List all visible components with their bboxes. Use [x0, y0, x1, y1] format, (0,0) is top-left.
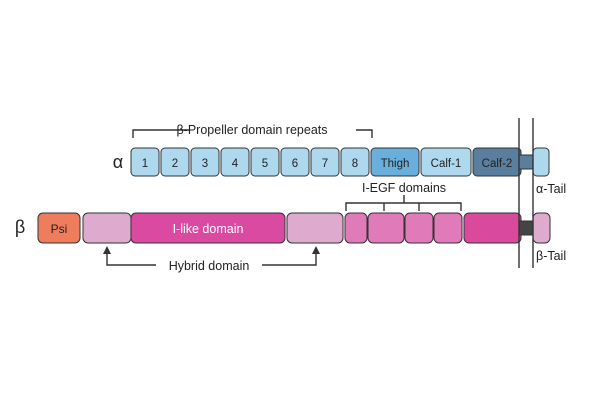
repeat-4 [220, 147, 250, 177]
beta-tm-segment [518, 220, 534, 236]
repeat-6-label: 6 [292, 158, 298, 170]
repeat-7-label: 7 [322, 158, 328, 170]
alpha-tm-segment [518, 154, 534, 170]
bracket-label-bg [190, 122, 356, 136]
alpha-repeats: 1 2 3 4 5 6 7 8 [130, 147, 370, 177]
calf2-label: Calf-2 [482, 158, 513, 170]
ilike-domain [130, 212, 286, 244]
alpha-tail-label: α-Tail [536, 182, 566, 196]
repeat-5-label: 5 [262, 158, 268, 170]
thigh-label: Thigh [381, 158, 410, 170]
repeat-8 [340, 147, 370, 177]
iegf-domains [344, 212, 463, 244]
hybrid-arrow-right [312, 246, 320, 254]
beta-symbol: β [15, 217, 25, 237]
repeat-8-label: 8 [352, 158, 358, 170]
repeat-2-label: 2 [172, 158, 178, 170]
propeller-bracket-label: β-Propeller domain repeats [176, 123, 327, 137]
thigh-domain [370, 147, 420, 177]
hybrid-domain-right [286, 212, 344, 244]
iegf-domain [367, 212, 405, 244]
iegf-domain [433, 212, 463, 244]
calf1-label: Calf-1 [431, 158, 462, 170]
iegf-domain [344, 212, 368, 244]
hybrid-label-bg [156, 258, 262, 272]
psi-label: Psi [51, 222, 68, 236]
beta-cytoplasmic-tail [532, 212, 551, 244]
psi-domain [37, 212, 81, 244]
iegf-label: I-EGF domains [362, 181, 446, 195]
hybrid-domain-left [82, 212, 132, 244]
calf1-domain [420, 147, 472, 177]
iegf-domain [404, 212, 434, 244]
repeat-5 [250, 147, 280, 177]
alpha-symbol: α [113, 152, 123, 172]
repeat-2 [160, 147, 190, 177]
repeat-3 [190, 147, 220, 177]
repeat-1-label: 1 [142, 158, 148, 170]
repeat-4-label: 4 [232, 158, 239, 170]
hybrid-arrow-left [103, 246, 111, 254]
repeat-7 [310, 147, 340, 177]
alpha-tail-domain [532, 147, 550, 177]
hybrid-label: Hybrid domain [169, 259, 250, 273]
iegf-bracket [345, 202, 462, 211]
repeat-3-label: 3 [202, 158, 208, 170]
repeat-1 [130, 147, 160, 177]
repeat-6 [280, 147, 310, 177]
beta-tail-domain [463, 212, 522, 244]
beta-tail-label: β-Tail [536, 249, 566, 263]
ilike-label: I-like domain [173, 222, 244, 236]
